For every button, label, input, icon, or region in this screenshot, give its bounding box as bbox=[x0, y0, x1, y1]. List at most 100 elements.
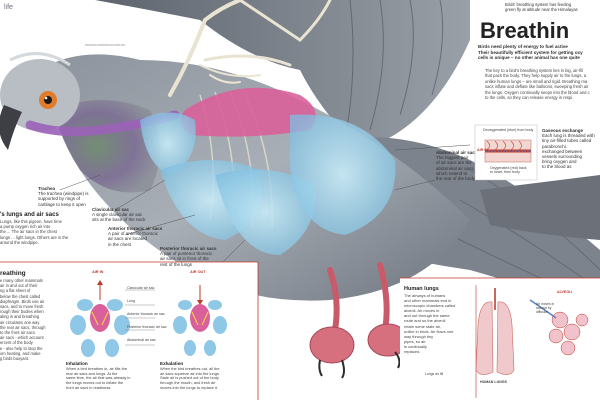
human-lungs-line: and out through the same bbox=[404, 313, 450, 319]
air-sac-clavicular bbox=[140, 112, 196, 175]
diffusion-label: Air moves in and out by diffusion bbox=[536, 302, 555, 314]
inhalation-line: front air sacs in readiness. bbox=[66, 384, 112, 390]
inhalation-line: rear air sacs and lungs. At the bbox=[66, 370, 118, 376]
section-heading: 's lungs and air sacs bbox=[0, 212, 59, 218]
callout-line: air sacs are located bbox=[108, 236, 148, 242]
diagram-label: Anterior thoracic air sac bbox=[127, 312, 165, 316]
callout-line: A single clavicular air sac bbox=[92, 212, 143, 218]
callout-line: rest of the lungs bbox=[160, 261, 193, 267]
breathing-line: diaphragm. Birds use air bbox=[0, 298, 45, 304]
callout-title: Clavicular air sac bbox=[92, 207, 130, 212]
breathing-line: to the front air sacs. bbox=[0, 330, 36, 336]
exhalation-line: through the mouth, and fresh air bbox=[160, 380, 216, 386]
top-note-line1: Birds' breathing system has feeding bbox=[505, 2, 572, 7]
human-lungs-line: microscopic chambers called bbox=[404, 303, 456, 309]
inhalation-line: When a bird breathes in, air fills the bbox=[66, 365, 127, 371]
section-line: around the windpipe. bbox=[0, 239, 39, 245]
inset-label-bottom: Oxygenated (red) back to heart, then bod… bbox=[490, 166, 536, 174]
diagram-label: Abdominal air sac bbox=[127, 338, 156, 342]
diagram-label: Clavicular air sac bbox=[127, 286, 155, 290]
inhalation-diagram bbox=[70, 280, 130, 357]
callout-line: A pair of anterior thoracic bbox=[108, 231, 159, 237]
callout-line: vessels surrounding bbox=[542, 154, 583, 160]
top-note: Birds' breathing system has feeding gree… bbox=[505, 2, 597, 12]
body-line: the lungs. Oxygen continually seeps into… bbox=[485, 89, 590, 95]
air-sac-posterior-thoracic bbox=[215, 169, 316, 255]
callout-title: Clavicular air sac bbox=[80, 28, 118, 33]
skeleton bbox=[168, 0, 332, 97]
human-lungs-line: alveoli. Air moves in bbox=[404, 308, 440, 314]
callout-line: parabronchi. bbox=[542, 143, 568, 149]
callout-line: Each lung is threaded with bbox=[542, 133, 595, 139]
callout-line: The biggest pair bbox=[436, 155, 469, 161]
callout-title: Posterior thoracic air sacs bbox=[160, 246, 217, 251]
human-lungs-label: HUMAN LUNGS bbox=[480, 380, 507, 384]
lung bbox=[181, 87, 316, 137]
inhalation-text: Inhalation When a bird breathes in, air … bbox=[66, 361, 156, 391]
section-line: the ... The air sacs in the chest bbox=[0, 229, 57, 235]
intro-line: cells is unique – no other animal has on… bbox=[478, 55, 580, 61]
lungs-fill-label: Lungs air fill bbox=[425, 372, 444, 376]
callout-line: abdominal air sacs, bbox=[436, 165, 475, 171]
intro-line: Their beautifully efficient system for g… bbox=[478, 49, 583, 55]
human-lungs-line: and other mammals end in bbox=[404, 298, 452, 304]
callout-line: exchanged between bbox=[542, 148, 583, 154]
diagram-labels: Clavicular air sac Lung Anterior thoraci… bbox=[127, 282, 167, 347]
callout-line: supported by rings of bbox=[38, 196, 81, 202]
callout-clavicular-mid: Clavicular air sac A single clavicular a… bbox=[92, 207, 152, 223]
human-lungs-line: route and so the alveoli bbox=[404, 318, 446, 324]
body-line: The key to a bird's breathing system lie… bbox=[485, 68, 584, 73]
breathing-line: below the chest called bbox=[0, 293, 41, 299]
breathing-line: air circulates one way bbox=[0, 319, 40, 325]
human-lungs-line: way through tiny bbox=[404, 333, 434, 339]
intro-line: Birds need plenty of energy to fuel acti… bbox=[478, 44, 568, 49]
breathing-line: g birds buoyant. bbox=[0, 356, 30, 362]
inset-label-air-in: AIR IN bbox=[477, 148, 488, 152]
human-lungs-line: retain some stale air, bbox=[404, 323, 441, 329]
callout-title: Abdominal air sac bbox=[436, 150, 475, 155]
inset-label-top: Deoxygenated (blue) from body bbox=[483, 128, 534, 132]
page-title: Breathin bbox=[480, 18, 570, 43]
breathing-line: sacs, and to move fresh bbox=[0, 304, 44, 310]
callout-line: the rear of the body bbox=[436, 176, 476, 182]
exhalation-line: Stale air is pushed out of the body bbox=[160, 375, 219, 381]
callout-line: The trachea (windpipe) is bbox=[38, 191, 89, 197]
air-out-label: AIR OUT bbox=[190, 270, 206, 274]
lungs-airsacs-section: 's lungs and air sacs Lungs, like this p… bbox=[0, 212, 80, 245]
callout-title: Trachea bbox=[38, 186, 56, 191]
feet bbox=[309, 323, 409, 364]
body-line: sacs inflate and deflate like balloons, … bbox=[485, 84, 589, 90]
human-lungs-line: pipes, so air bbox=[404, 338, 426, 344]
inset-line: to heart, then body bbox=[490, 170, 520, 175]
body-line: that pack the body. They help supply air… bbox=[485, 73, 587, 79]
breathing-heading: reathing bbox=[0, 270, 26, 277]
callout-line: Extensions of the clavicular air bbox=[80, 33, 135, 44]
human-lungs-title: Human lungs bbox=[404, 286, 439, 292]
exhalation-diagram bbox=[173, 285, 227, 356]
human-lungs-section: Human lungs The airways of humans and ot… bbox=[404, 286, 474, 354]
intro: Birds need plenty of energy to fuel acti… bbox=[478, 44, 600, 61]
callout-title: Anterior thoracic air sacs bbox=[108, 226, 163, 231]
body-text: The key to a bird's breathing system lie… bbox=[485, 68, 600, 100]
parabronchi-diagram bbox=[484, 139, 532, 163]
breathing-line: air in and out of their bbox=[0, 283, 38, 289]
top-note-line2: green fly at altitude near the Himalayas bbox=[505, 7, 578, 12]
upper-wing bbox=[95, 0, 470, 150]
callout-line: in the chest bbox=[108, 241, 132, 247]
callout-gaseous-exchange: Gaseous exchange Each lung is threaded w… bbox=[542, 128, 600, 170]
tail bbox=[480, 175, 600, 240]
human-lungs-line: The airways of humans bbox=[404, 293, 446, 298]
diagram-label: Posterior thoracic air sac bbox=[127, 325, 167, 329]
callout-line: tiny air-filled tubes called bbox=[542, 138, 592, 144]
callout-anterior-thoracic: Anterior thoracic air sacs A pair of ant… bbox=[108, 226, 168, 247]
breathing-section: reathing e many other mammals air in and… bbox=[0, 270, 62, 361]
human-lungs-line: replaced. bbox=[404, 349, 421, 355]
section-line: a pump oxygen rich air into bbox=[0, 224, 51, 230]
breathing-line: air sacs - which account bbox=[0, 335, 44, 341]
callout-line: cartilage to keep it open bbox=[38, 201, 86, 207]
callout-line: sac run through the humerus bbox=[80, 43, 138, 49]
breathing-line: rough their bodies when bbox=[0, 309, 44, 315]
section-line: Lungs, like this pigeon, have time bbox=[0, 219, 62, 224]
